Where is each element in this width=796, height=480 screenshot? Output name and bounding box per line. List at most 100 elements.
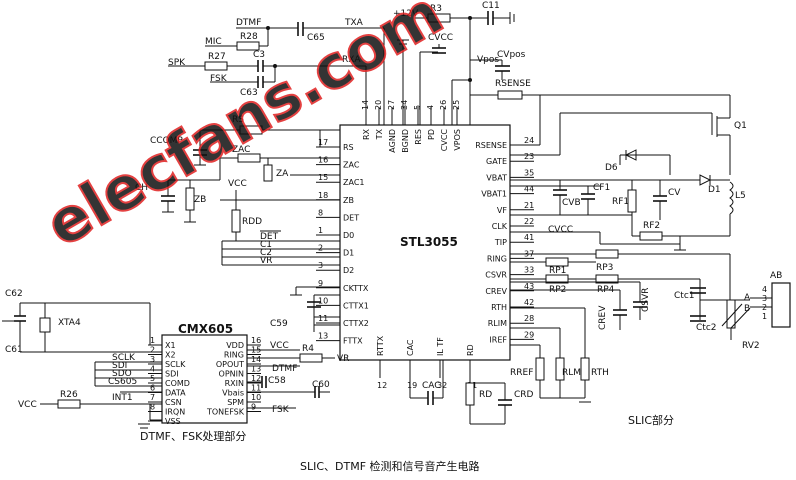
label-vr-cmx: VR <box>337 354 349 364</box>
label-rf1: RF1 <box>612 197 629 207</box>
cmx605-body <box>161 334 248 424</box>
main-left-zac-1-num: 16 <box>318 156 328 165</box>
label-vcc-bottom: VCC <box>18 400 37 410</box>
main-top-cvcc-6-num: 26 <box>439 100 448 110</box>
label-csvr: CSVR <box>641 288 651 312</box>
label-crev: CREV <box>598 305 608 330</box>
main-top-vpos-7-name: VPOS <box>453 129 462 151</box>
main-right-crev-9-num: 43 <box>524 282 534 291</box>
main-right-gate-1-num: 23 <box>524 152 534 161</box>
cmx-left-sclk-2-name: SCLK <box>165 360 186 369</box>
cmx-right-tonefsk-7-name: TONEFSK <box>206 408 245 417</box>
main-right-vbat1-3-num: 44 <box>524 185 534 194</box>
label-xta4: XTA4 <box>58 318 81 328</box>
main-right-gate-1-name: GATE <box>486 157 507 166</box>
label-zb: ZB <box>194 195 206 205</box>
label-rd: RD <box>479 390 492 400</box>
label-za: ZA <box>276 169 289 179</box>
main-right-vbat-2-name: VBAT <box>486 173 507 182</box>
main-bottom-cac-1-num: 19 <box>407 381 417 390</box>
main-top-cvcc-6-name: CVCC <box>440 129 449 152</box>
label-r27: R27 <box>208 52 226 62</box>
main-left-zb-3-num: 18 <box>318 191 328 200</box>
tip-ring-network: RP1 RP3 RP2 RP4 Ctc1 Ctc2 RV2 AB 4 3 2 <box>510 249 791 403</box>
main-left-fttx-11-name: FTTX <box>343 337 363 346</box>
main-left-det-4-name: DET <box>343 213 359 222</box>
cmx-right-rxin-4-num: 12 <box>251 374 261 383</box>
label-vr-left: VR <box>260 256 272 266</box>
main-top-pd-5-num: 4 <box>426 105 435 110</box>
cmx-left-x1-0-name: X1 <box>165 341 176 350</box>
label-crd: CRD <box>514 390 534 400</box>
main-right-clk-5-num: 22 <box>524 217 534 226</box>
cmx-right-opout-2-name: OPOUT <box>216 360 244 369</box>
label-vcc-cmx: VCC <box>270 341 289 351</box>
label-sdo-ext: SDO <box>112 369 132 379</box>
main-left-d1-6-name: D1 <box>343 249 354 258</box>
cmx-left-data-5-num: 6 <box>150 384 155 393</box>
label-r3: R3 <box>430 4 442 14</box>
label-ccomp: CCOMP <box>150 136 183 146</box>
cmx-right-vbais-5-num: 11 <box>251 384 261 393</box>
main-left-cttx1-9-name: CTTX1 <box>343 301 369 310</box>
main-right-clk-5-name: CLK <box>492 222 508 231</box>
main-right-tip-6-name: TIP <box>494 238 507 247</box>
power-network: +12V R3 C11 CVCC Vpos CVpos <box>393 1 526 125</box>
label-cf1: CF1 <box>593 183 610 193</box>
cmx-right-opnin-3-name: OPNIN <box>219 370 244 379</box>
main-left-det-4-num: 8 <box>318 208 323 217</box>
label-rf2: RF2 <box>643 221 660 231</box>
main-right-rlim-11-num: 28 <box>524 314 534 323</box>
label-ab: AB <box>770 271 782 281</box>
cmx-right-tonefsk-7-num: 9 <box>251 403 256 412</box>
label-rp3: RP3 <box>596 263 613 273</box>
main-top-bgnd-3-num: 34 <box>400 100 409 110</box>
main-left-d0-5-num: 1 <box>318 226 323 235</box>
main-left-cttx2-10-name: CTTX2 <box>343 319 369 328</box>
label-fsk-top: FSK <box>210 74 228 84</box>
main-right-vf-4-name: VF <box>497 206 507 215</box>
main-top-rx-0-name: RX <box>362 128 371 140</box>
main-left-d1-6-num: 2 <box>318 244 323 253</box>
battery-feed-network: RSENSE Q1 D6 D1 L5 <box>470 79 747 255</box>
main-top-bgnd-3-name: BGND <box>401 129 410 153</box>
label-rth: RTH <box>591 368 609 378</box>
label-a: A <box>744 293 751 303</box>
label-12v: +12V <box>393 9 419 19</box>
main-left-cttx1-9-num: 10 <box>318 296 328 305</box>
label-c58: C58 <box>268 376 286 386</box>
label-cv: CV <box>668 188 681 198</box>
main-right-vf-4-num: 21 <box>524 201 534 210</box>
left-network: RS CCOMP ZAC ZA CH ZB VCC RDD <box>135 115 340 332</box>
cmx-right-spm-6-name: SPM <box>227 398 244 407</box>
label-det: DET <box>260 232 279 242</box>
main-left-zac1-2-name: ZAC1 <box>343 178 365 187</box>
label-rref: RREF <box>510 368 533 378</box>
cmx-right-vdd-0-num: 16 <box>251 336 261 345</box>
main-right-rsense-0-name: RSENSE <box>475 141 507 150</box>
main-left-rs-0-num: 17 <box>318 138 328 147</box>
main-right-rlim-11-name: RLIM <box>488 319 507 328</box>
cmx-left-x2-1-name: X2 <box>165 351 176 360</box>
label-rs: RS <box>232 115 244 125</box>
bottom-network: CAC RD CRD <box>409 360 534 425</box>
cmx-right-rxin-4-name: RXIN <box>225 379 244 388</box>
main-left-ckttx-8-name: CKTTX <box>343 284 369 293</box>
main-top-res-4-name: RES <box>414 129 423 145</box>
cmx-left-irqn-7-num: 8 <box>150 403 155 412</box>
main-right-ring-7-name: RING <box>487 254 507 263</box>
cmx-left-x2-1-num: 2 <box>150 346 155 355</box>
cmx-left-x1-0-num: 1 <box>150 336 155 345</box>
label-c61: C61 <box>5 345 23 355</box>
main-left-rs-0-name: RS <box>343 143 354 152</box>
label-vcc-left: VCC <box>228 179 247 189</box>
main-right-crev-9-name: CREV <box>485 287 507 296</box>
main-right-tip-6-num: 41 <box>524 233 534 242</box>
stl3055-body <box>339 124 511 361</box>
main-top-tx-1-num: 20 <box>374 100 383 110</box>
cmx-right-spm-6-num: 10 <box>251 393 261 402</box>
label-cvcc-clk: CVCC <box>548 225 573 235</box>
main-left-d2-7-name: D2 <box>343 266 354 275</box>
main-top-pd-5-name: PD <box>427 129 436 140</box>
